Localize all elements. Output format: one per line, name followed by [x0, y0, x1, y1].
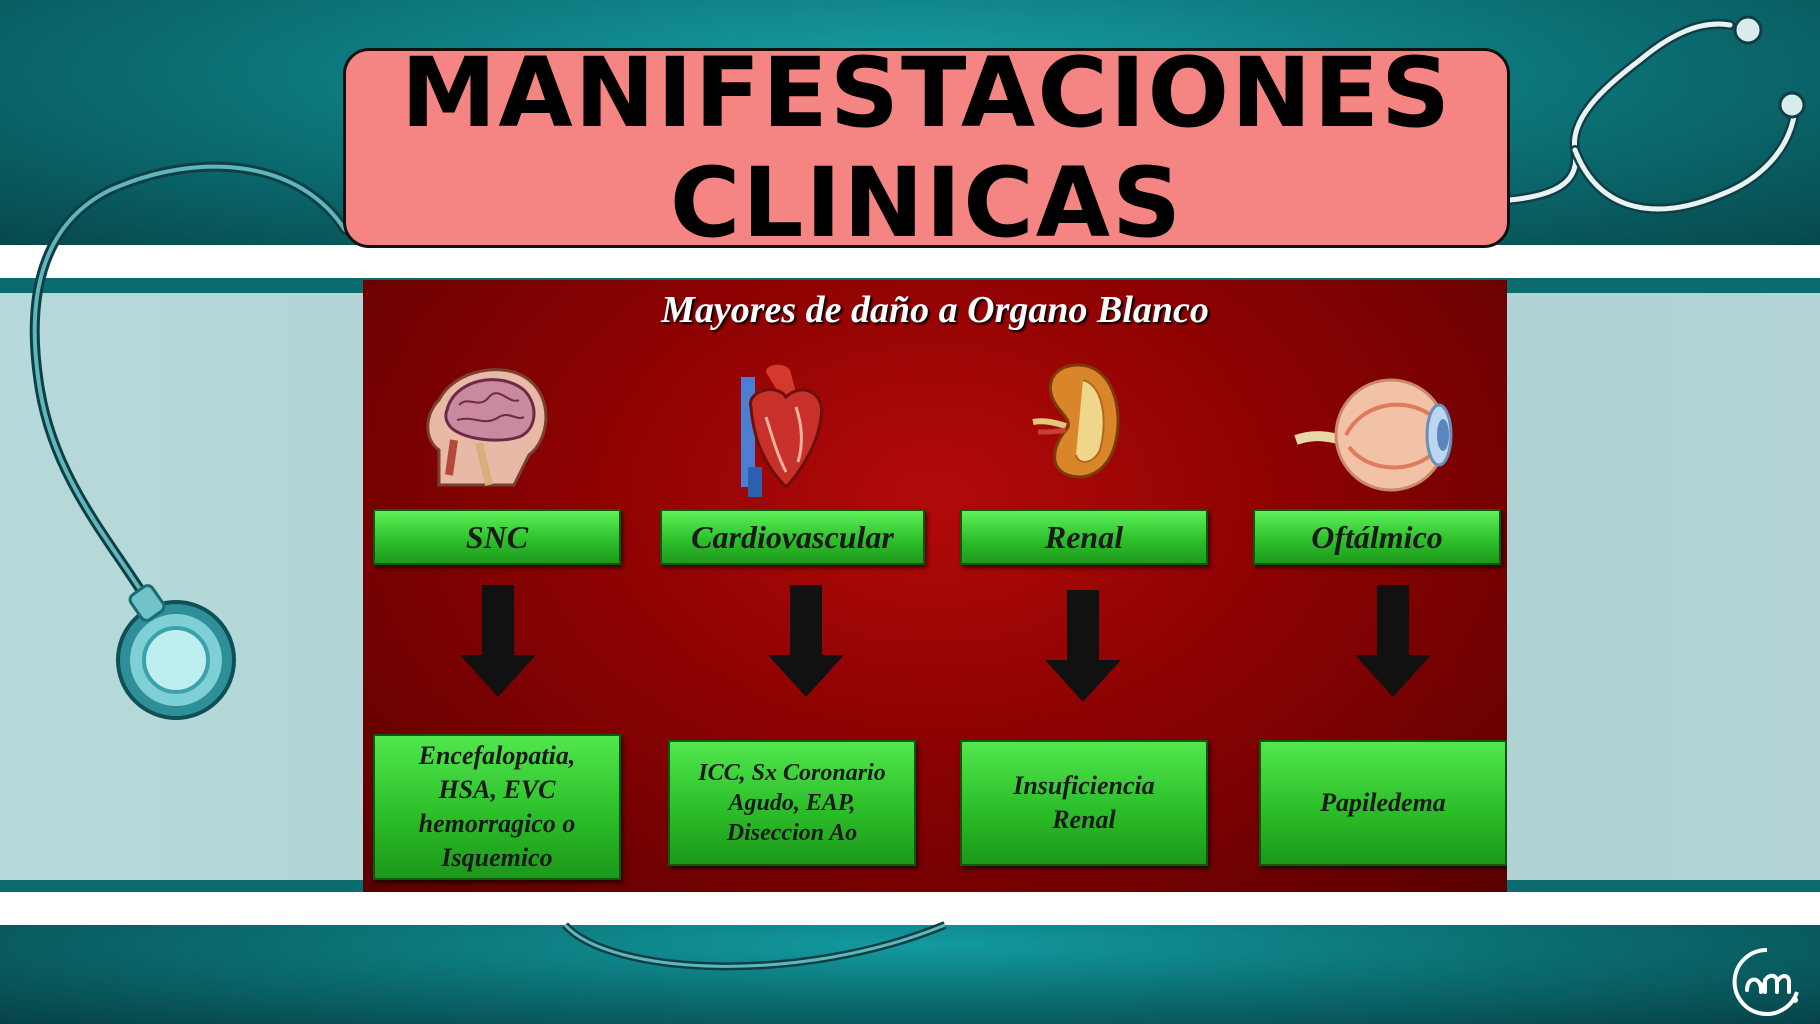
- title-line-1: MANIFESTACIONES: [400, 37, 1453, 149]
- category-renal: Renal: [960, 509, 1208, 565]
- arrow-down-icon: [460, 585, 536, 697]
- eye-icon: [1294, 378, 1453, 492]
- brain-head-icon: [426, 368, 548, 487]
- slide-heading: Mayores de daño a Organo Blanco: [661, 289, 1209, 331]
- category-cardiovascular: Cardiovascular: [660, 509, 925, 565]
- heart-icon: [741, 364, 824, 497]
- title-box: MANIFESTACIONES CLINICAS: [343, 38, 1510, 258]
- white-stripe-bottom: [0, 892, 1820, 925]
- result-snc: Encefalopatia, HSA, EVC hemorragico o Is…: [373, 734, 621, 880]
- kidney-icon: [1032, 363, 1120, 479]
- arrow-down-icon: [1355, 585, 1431, 697]
- category-oftalmico: Oftálmico: [1253, 509, 1501, 565]
- arrow-down-icon: [1045, 590, 1121, 702]
- result-renal: Insuficiencia Renal: [960, 740, 1208, 866]
- title-line-2: CLINICAS: [669, 147, 1184, 259]
- am-logo-icon: [1732, 947, 1799, 1016]
- organ-damage-slide: Mayores de daño a Organo Blanco SNC Card…: [363, 280, 1507, 892]
- result-cardiovascular: ICC, Sx Coronario Agudo, EAP, Diseccion …: [668, 740, 916, 866]
- category-snc: SNC: [373, 509, 621, 565]
- result-oftalmico: Papiledema: [1259, 740, 1507, 866]
- bottom-band: [0, 925, 1820, 1024]
- arrow-down-icon: [768, 585, 844, 697]
